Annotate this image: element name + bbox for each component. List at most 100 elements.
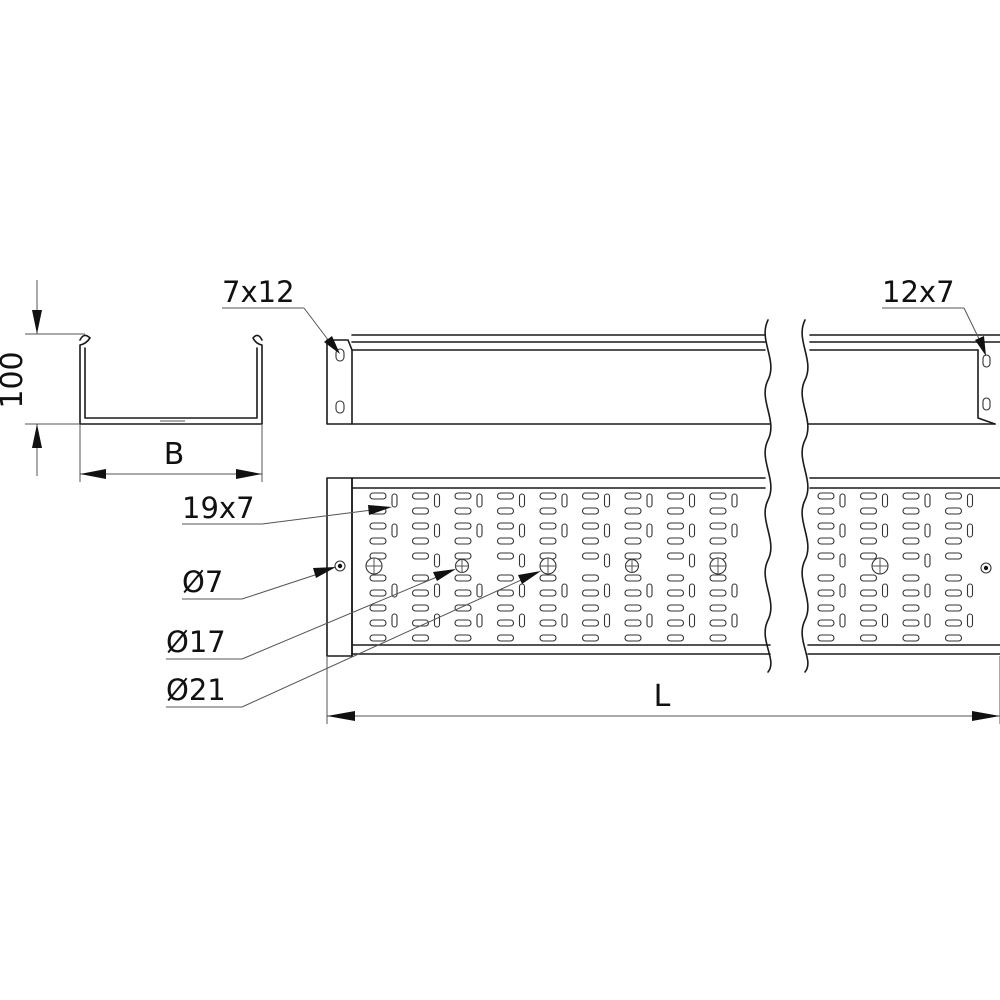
base-slot-horizontal — [539, 492, 557, 500]
base-slot-vertical — [391, 493, 398, 508]
base-slot-horizontal — [454, 589, 472, 597]
base-slot-vertical — [731, 523, 738, 538]
base-slot-horizontal — [709, 604, 727, 612]
base-slot-horizontal — [369, 537, 387, 545]
base-slot-horizontal — [369, 492, 387, 500]
hole-large-3 — [709, 557, 727, 575]
base-slot-vertical — [646, 583, 653, 598]
base-slot-horizontal — [411, 552, 430, 560]
side-slot-left-bottom — [335, 400, 345, 414]
base-slot-horizontal — [859, 574, 878, 582]
base-slot-horizontal — [709, 619, 727, 627]
base-slot-vertical — [839, 613, 846, 628]
base-slot-horizontal — [454, 574, 472, 582]
base-slot-horizontal — [666, 634, 685, 642]
base-slot-horizontal — [411, 574, 430, 582]
base-slot-horizontal — [411, 522, 430, 530]
base-slot-horizontal — [817, 634, 835, 642]
base-slot-vertical — [688, 553, 696, 568]
base-slot-horizontal — [496, 604, 515, 612]
base-slot-horizontal — [411, 604, 430, 612]
base-slot-vertical — [561, 583, 568, 598]
base-slot-horizontal — [624, 522, 642, 530]
base-slot-horizontal — [369, 604, 387, 612]
base-slot-horizontal — [581, 552, 600, 560]
base-slot-horizontal — [624, 589, 642, 597]
base-slot-horizontal — [539, 522, 557, 530]
base-slot-horizontal — [944, 619, 963, 627]
base-slot-horizontal — [454, 507, 472, 515]
base-slot-horizontal — [539, 589, 557, 597]
base-slot-horizontal — [496, 522, 515, 530]
base-slot-horizontal — [581, 537, 600, 545]
base-slot-horizontal — [859, 604, 878, 612]
base-slot-vertical — [881, 583, 889, 598]
base-slot-vertical — [561, 493, 568, 508]
base-slot-horizontal — [944, 537, 963, 545]
base-slot-horizontal — [581, 522, 600, 530]
base-slot-vertical — [731, 493, 738, 508]
callout-side-slot-right: 12x7 — [882, 275, 986, 356]
side-slot-right-label: 12x7 — [882, 275, 955, 309]
base-slot-vertical — [603, 583, 611, 598]
base-slot-horizontal — [902, 552, 920, 560]
base-slot-vertical — [924, 613, 931, 628]
base-slot-horizontal — [624, 634, 642, 642]
hole-medium-1 — [454, 558, 470, 574]
base-slot-horizontal — [859, 589, 878, 597]
base-slot-horizontal — [859, 537, 878, 545]
base-slot-horizontal — [817, 537, 835, 545]
callout-hole-large: Ø21 — [166, 571, 541, 708]
base-slot-vertical — [476, 613, 483, 628]
base-slot-vertical — [731, 613, 738, 628]
base-slot-vertical — [603, 553, 611, 568]
base-slot-horizontal — [454, 619, 472, 627]
base-slot-vertical — [966, 523, 974, 538]
base-slot-horizontal — [859, 552, 878, 560]
base-slot-vertical — [924, 583, 931, 598]
base-slot-horizontal — [902, 634, 920, 642]
base-slot-horizontal — [539, 634, 557, 642]
base-slot-horizontal — [581, 619, 600, 627]
base-slot-horizontal — [581, 589, 600, 597]
hole-medium-2 — [624, 558, 640, 574]
base-slot-horizontal — [859, 634, 878, 642]
base-slot-vertical — [518, 553, 526, 568]
base-slot-horizontal — [411, 492, 430, 500]
base-slot-horizontal — [581, 604, 600, 612]
hole-large-2 — [539, 557, 557, 575]
base-slot-horizontal — [709, 634, 727, 642]
base-slot-vertical — [688, 493, 696, 508]
callout-side-slot-left: 7x12 — [222, 275, 340, 354]
base-slot-vertical — [603, 523, 611, 538]
base-slot-horizontal — [411, 507, 430, 515]
hole-small-label: Ø7 — [182, 565, 223, 599]
base-slot-horizontal — [902, 589, 920, 597]
base-slot-vertical — [924, 523, 931, 538]
base-slot-horizontal — [666, 574, 685, 582]
break-lines — [764, 319, 809, 673]
base-slot-vertical — [518, 493, 526, 508]
base-slot-horizontal — [944, 552, 963, 560]
base-slot-horizontal — [709, 492, 727, 500]
base-slot-horizontal — [454, 522, 472, 530]
base-slot-vertical — [688, 613, 696, 628]
base-slot-horizontal — [944, 604, 963, 612]
base-slot-horizontal — [902, 492, 920, 500]
base-slot-vertical — [924, 493, 931, 508]
base-slot-horizontal — [369, 522, 387, 530]
base-slot-horizontal — [369, 634, 387, 642]
base-slot-horizontal — [859, 492, 878, 500]
base-slot-horizontal — [859, 619, 878, 627]
callout-hole-small: Ø7 — [182, 565, 336, 600]
base-slot-horizontal — [859, 522, 878, 530]
base-slot-vertical — [966, 583, 974, 598]
base-slot-vertical — [433, 583, 441, 598]
base-slot-horizontal — [944, 589, 963, 597]
base-slot-horizontal — [539, 574, 557, 582]
base-slot-horizontal — [581, 574, 600, 582]
base-slot-vertical — [731, 583, 738, 598]
base-slot-vertical — [646, 493, 653, 508]
base-slot-vertical — [518, 583, 526, 598]
base-slot-horizontal — [454, 604, 472, 612]
